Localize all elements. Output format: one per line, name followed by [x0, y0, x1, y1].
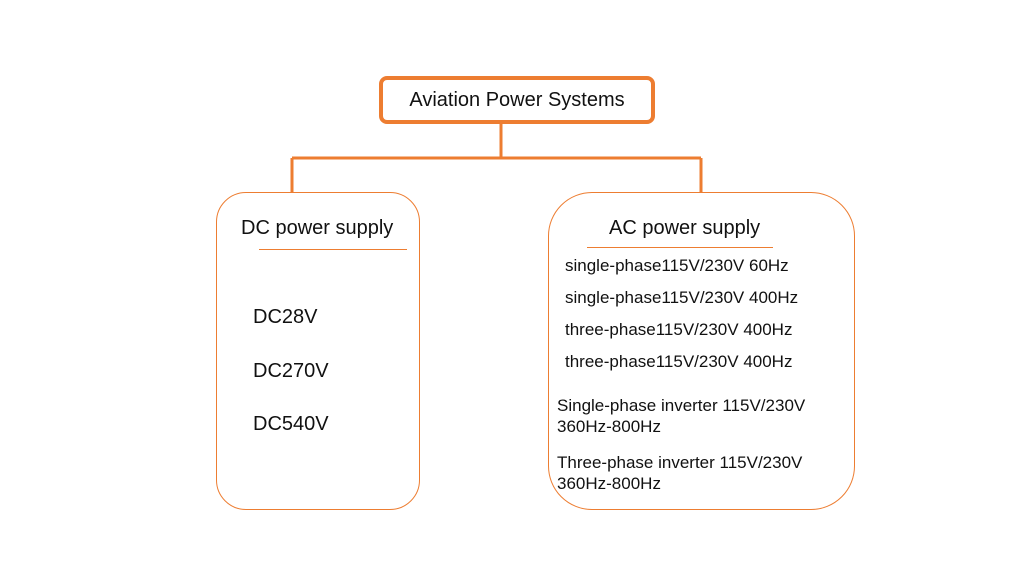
dc-item: DC540V [253, 413, 329, 435]
root-node: Aviation Power Systems [379, 76, 655, 124]
ac-item: three-phase115V/230V 400Hz [565, 352, 793, 371]
ac-panel-title: AC power supply [609, 217, 761, 239]
ac-item: single-phase115V/230V 60Hz [565, 256, 789, 275]
ac-power-panel: AC power supply single-phase115V/230V 60… [548, 192, 855, 510]
dc-title-underline [259, 249, 407, 250]
ac-item: three-phase115V/230V 400Hz [565, 320, 793, 339]
dc-item: DC270V [253, 360, 329, 382]
ac-inverter-item: Three-phase inverter 115V/230V 360Hz-800… [557, 453, 803, 493]
ac-title-underline [587, 247, 773, 248]
dc-item: DC28V [253, 306, 318, 328]
ac-inverter-item: Single-phase inverter 115V/230V 360Hz-80… [557, 396, 806, 436]
ac-item: single-phase115V/230V 400Hz [565, 288, 799, 307]
root-node-label: Aviation Power Systems [409, 88, 625, 111]
dc-power-panel: DC power supply DC28V DC270V DC540V [216, 192, 420, 510]
dc-panel-title: DC power supply [241, 217, 394, 239]
